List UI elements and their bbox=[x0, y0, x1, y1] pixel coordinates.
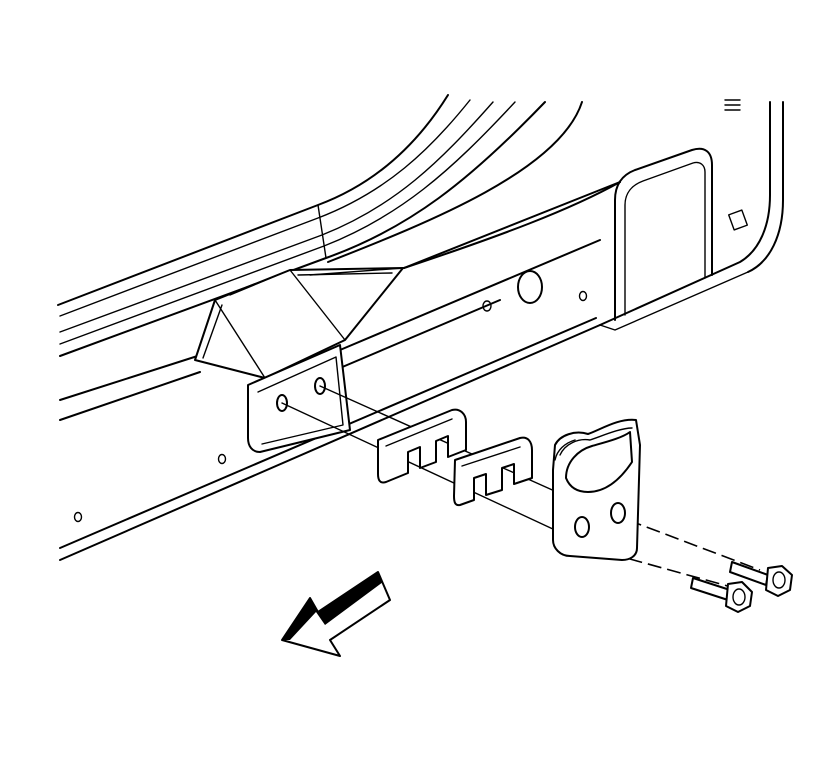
direction-arrow bbox=[281, 571, 391, 657]
panel-recess bbox=[614, 147, 713, 321]
rail-gusset bbox=[194, 267, 404, 379]
alignment-lines bbox=[281, 385, 761, 589]
frame-rail bbox=[57, 94, 784, 561]
tow-hook bbox=[552, 418, 641, 561]
bolt-lower bbox=[690, 577, 753, 613]
spacer-shim-front bbox=[377, 408, 467, 484]
panel-holes bbox=[73, 99, 749, 523]
spacer-shim-rear bbox=[453, 436, 533, 507]
bolt-upper bbox=[729, 561, 793, 597]
mounting-plate bbox=[247, 344, 351, 453]
